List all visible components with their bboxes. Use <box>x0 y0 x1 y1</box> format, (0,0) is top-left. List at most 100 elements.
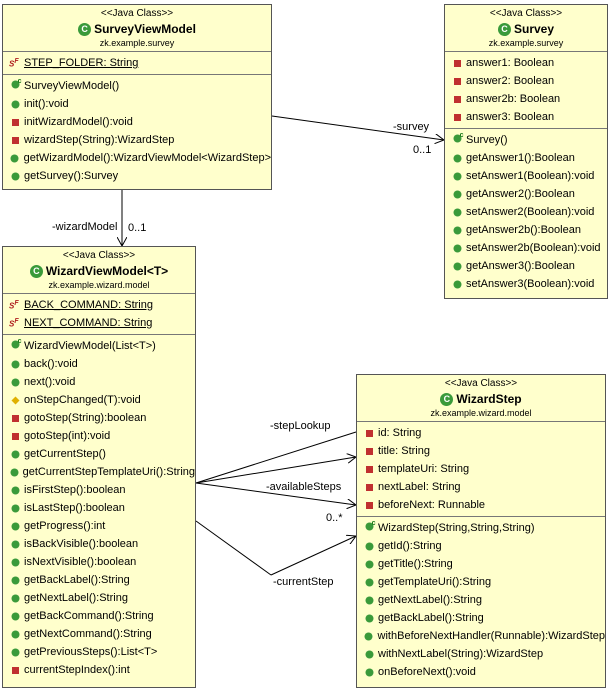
method-text: setAnswer2(Boolean):void <box>466 206 595 218</box>
field-text: templateUri: String <box>378 463 470 475</box>
method-row[interactable]: getTemplateUri():String <box>357 573 605 591</box>
method-row[interactable]: getBackCommand():String <box>3 607 195 625</box>
method-row[interactable]: getAnswer2():Boolean <box>445 185 607 203</box>
method-row[interactable]: next():void <box>3 373 195 391</box>
method-text: Survey() <box>466 134 508 146</box>
method-row[interactable]: getPreviousSteps():List<T> <box>3 643 195 661</box>
method-row[interactable]: currentStepIndex():int <box>3 661 195 679</box>
method-row[interactable]: getAnswer1():Boolean <box>445 149 607 167</box>
method-row[interactable]: getId():String <box>357 537 605 555</box>
public-visibility-icon <box>9 576 21 585</box>
field-text: beforeNext: Runnable <box>378 499 486 511</box>
private-visibility-icon <box>451 113 463 122</box>
method-row[interactable]: getTitle():String <box>357 555 605 573</box>
method-row[interactable]: getCurrentStepTemplateUri():String <box>3 463 195 481</box>
association-current-step-2 <box>270 536 356 576</box>
field-row[interactable]: id: String <box>357 424 605 442</box>
method-row[interactable]: gotoStep(int):void <box>3 427 195 445</box>
method-text: getNextCommand():String <box>24 628 152 640</box>
method-row[interactable]: onBeforeNext():void <box>357 663 605 681</box>
method-row[interactable]: isBackVisible():boolean <box>3 535 195 553</box>
public-visibility-icon <box>451 172 463 181</box>
method-text: withNextLabel(String):WizardStep <box>378 648 544 660</box>
method-text: setAnswer3(Boolean):void <box>466 278 595 290</box>
field-row[interactable]: beforeNext: Runnable <box>357 496 605 514</box>
method-text: WizardStep(String,String,String) <box>378 522 535 534</box>
method-row[interactable]: setAnswer1(Boolean):void <box>445 167 607 185</box>
method-row[interactable]: isLastStep():boolean <box>3 499 195 517</box>
private-visibility-icon <box>9 432 21 441</box>
method-row[interactable]: getAnswer3():Boolean <box>445 257 607 275</box>
association-step-lookup-arrow <box>195 457 356 484</box>
stereotype: <<Java Class>> <box>100 8 174 19</box>
method-row[interactable]: init():void <box>3 95 271 113</box>
method-text: getBackLabel():String <box>378 612 484 624</box>
method-row[interactable]: initWizardModel():void <box>3 113 271 131</box>
method-text: getId():String <box>378 540 442 552</box>
field-row[interactable]: answer3: Boolean <box>445 108 607 126</box>
method-text: getAnswer2():Boolean <box>466 188 575 200</box>
method-row[interactable]: getSurvey():Survey <box>3 167 271 185</box>
method-row[interactable]: back():void <box>3 355 195 373</box>
method-row[interactable]: getCurrentStep() <box>3 445 195 463</box>
method-text: getCurrentStep() <box>24 448 106 460</box>
method-row[interactable]: onStepChanged(T):void <box>3 391 195 409</box>
field-row[interactable]: answer2b: Boolean <box>445 90 607 108</box>
method-row[interactable]: wizardStep(String):WizardStep <box>3 131 271 149</box>
method-row[interactable]: gotoStep(String):boolean <box>3 409 195 427</box>
method-row[interactable]: isFirstStep():boolean <box>3 481 195 499</box>
public-visibility-icon <box>363 560 375 569</box>
fields-section: answer1: Boolean answer2: Boolean answer2b… <box>445 51 607 128</box>
method-row[interactable]: setAnswer3(Boolean):void <box>445 275 607 293</box>
method-row[interactable]: getWizardModel():WizardViewModel<WizardS… <box>3 149 271 167</box>
field-row[interactable]: templateUri: String <box>357 460 605 478</box>
field-text: STEP_FOLDER: String <box>24 57 139 69</box>
method-row[interactable]: getProgress():int <box>3 517 195 535</box>
method-text: getSurvey():Survey <box>24 170 119 182</box>
class-name: Survey <box>513 22 555 36</box>
method-text: init():void <box>24 98 69 110</box>
method-row[interactable]: setAnswer2b(Boolean):void <box>445 239 607 257</box>
method-text: WizardViewModel(List<T>) <box>24 340 156 352</box>
field-row[interactable]: title: String <box>357 442 605 460</box>
method-row[interactable]: getNextCommand():String <box>3 625 195 643</box>
role-survey: -survey <box>393 121 430 133</box>
method-row[interactable]: withNextLabel(String):WizardStep <box>357 645 605 663</box>
package-name: zk.example.survey <box>488 38 564 48</box>
public-visibility-icon <box>9 558 21 567</box>
private-visibility-icon <box>363 483 375 492</box>
field-row[interactable]: answer1: Boolean <box>445 54 607 72</box>
public-visibility-icon <box>363 650 375 659</box>
field-row[interactable]: nextLabel: String <box>357 478 605 496</box>
public-visibility-icon <box>9 486 21 495</box>
method-row[interactable]: getBackLabel():String <box>3 571 195 589</box>
method-row[interactable]: setAnswer2(Boolean):void <box>445 203 607 221</box>
method-row[interactable]: withBeforeNextHandler(Runnable):WizardSt… <box>357 627 605 645</box>
method-row[interactable]: getNextLabel():String <box>357 591 605 609</box>
method-row[interactable]: isNextVisible():boolean <box>3 553 195 571</box>
multiplicity-available-steps: 0..* <box>326 512 343 524</box>
field-row[interactable]: answer2: Boolean <box>445 72 607 90</box>
constructor-icon: c <box>451 131 464 149</box>
public-visibility-icon <box>9 360 21 369</box>
method-text: getNextLabel():String <box>24 592 128 604</box>
private-visibility-icon <box>363 501 375 510</box>
field-text: answer2: Boolean <box>466 75 555 87</box>
association-survey <box>271 115 444 140</box>
method-row[interactable]: getBackLabel():String <box>357 609 605 627</box>
method-row[interactable]: getNextLabel():String <box>3 589 195 607</box>
method-row[interactable]: getAnswer2b():Boolean <box>445 221 607 239</box>
